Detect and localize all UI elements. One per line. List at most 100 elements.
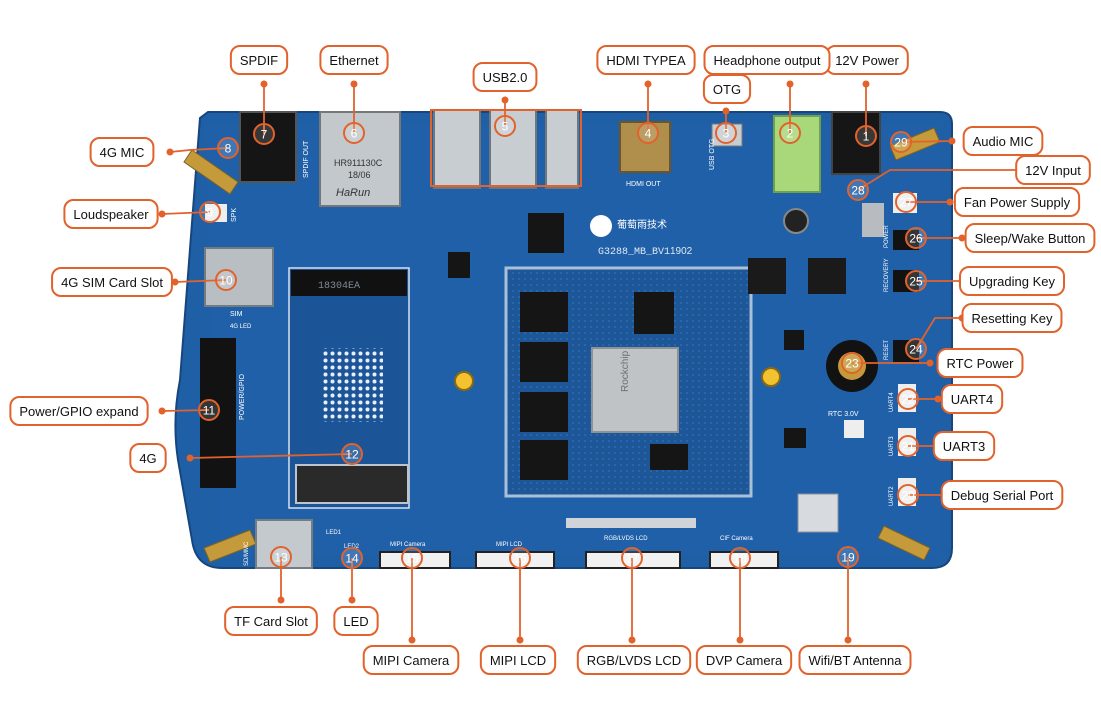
leader-dot xyxy=(158,407,166,415)
callout-label: HDMI TYPEA xyxy=(606,53,686,68)
number-marker-text: 16 xyxy=(513,552,527,566)
callout-7: 7 SPDIF xyxy=(229,45,289,145)
number-marker xyxy=(847,179,869,201)
callout-label: OTG xyxy=(713,82,741,97)
silk-brand: 葡萄雨技术 xyxy=(617,218,667,231)
number-marker-text: 26 xyxy=(909,232,923,246)
ic xyxy=(528,213,564,253)
silk-mipi-lcd: MIPI LCD xyxy=(496,542,523,548)
number-marker-text: 7 xyxy=(261,128,268,142)
callout-label: UART3 xyxy=(943,439,985,454)
callout-box xyxy=(1015,155,1091,185)
leader-line xyxy=(915,317,962,350)
callout-label: SPDIF xyxy=(240,53,278,68)
silk-rtc: RTC 3.0V xyxy=(828,411,859,418)
callout-8: 84G MIC xyxy=(89,137,239,167)
silk-rgb-lvds: RGB/LVDS LCD xyxy=(604,536,648,542)
number-marker xyxy=(401,547,423,569)
callout-box xyxy=(576,645,692,675)
callout-label: UART4 xyxy=(951,392,993,407)
ic xyxy=(784,428,806,448)
wifi-module xyxy=(797,493,839,533)
sd-slot xyxy=(255,519,313,569)
callout-box xyxy=(961,303,1063,333)
number-marker xyxy=(890,131,912,153)
ic xyxy=(448,252,470,278)
silk-uart2: UART2 xyxy=(889,486,895,506)
leader-line xyxy=(169,147,229,153)
leader-line xyxy=(161,211,211,215)
ethernet-port xyxy=(319,111,401,207)
silk-date: 1902 xyxy=(670,246,693,257)
number-marker xyxy=(837,546,859,568)
rtc-connector xyxy=(844,420,864,438)
silk-ethernet-date: 18/06 xyxy=(348,170,371,180)
leader-dot xyxy=(862,80,870,88)
leader-line xyxy=(857,169,1020,191)
callout-label: MIPI LCD xyxy=(490,653,546,668)
leader-line xyxy=(161,409,210,412)
number-marker-text: 23 xyxy=(845,357,859,371)
number-marker xyxy=(637,122,659,144)
number-marker-text: 9 xyxy=(207,206,214,220)
callout-20: 20 Debug Serial Port xyxy=(897,480,1064,510)
number-marker xyxy=(905,270,927,292)
number-marker-text: 10 xyxy=(219,274,233,288)
callout-label: TF Card Slot xyxy=(234,614,308,629)
callout-label: 12V Power xyxy=(835,53,899,68)
leader-dot xyxy=(277,596,285,604)
silk-4gled: 4G LED xyxy=(230,324,252,330)
fpc-connector xyxy=(475,551,555,569)
callout-label: DVP Camera xyxy=(706,653,783,668)
leader-dot xyxy=(644,80,652,88)
callout-box xyxy=(962,126,1044,156)
silk-uart3: UART3 xyxy=(889,436,895,456)
rtc-battery xyxy=(838,352,866,380)
callout-box xyxy=(695,645,793,675)
callout-label: Wifi/BT Antenna xyxy=(809,653,903,668)
number-marker-text: 3 xyxy=(723,127,730,141)
silk-uart4: UART4 xyxy=(889,392,895,412)
number-marker-text: 19 xyxy=(841,551,855,565)
brass-standoff xyxy=(877,525,931,561)
number-marker-text: 12 xyxy=(345,448,359,462)
number-marker-text: 17 xyxy=(625,552,639,566)
callout-box xyxy=(224,606,318,636)
callout-box xyxy=(362,645,460,675)
silk-sim: SIM xyxy=(230,311,243,318)
mount-hole xyxy=(761,367,781,387)
mount-hole xyxy=(454,371,474,391)
silk-sd: SD/MMC xyxy=(244,541,250,566)
leader-dot xyxy=(946,198,954,206)
number-marker xyxy=(199,201,221,223)
callout-box xyxy=(964,223,1096,253)
callout-label: 4G xyxy=(139,451,156,466)
leader-dot xyxy=(722,107,730,115)
hdmi-port xyxy=(619,121,671,173)
number-marker xyxy=(779,122,801,144)
callout-label: Debug Serial Port xyxy=(951,488,1054,503)
callout-label: Audio MIC xyxy=(973,134,1034,149)
ram-chip xyxy=(520,440,568,480)
number-marker-text: 20 xyxy=(901,489,915,503)
uart-connector xyxy=(898,428,916,456)
callout-box xyxy=(953,187,1081,217)
callout-box xyxy=(932,431,996,461)
number-marker xyxy=(509,547,531,569)
leader-dot xyxy=(501,96,509,104)
ram-chip xyxy=(520,342,568,382)
callout-12: 12 4G xyxy=(129,443,363,473)
callout-box xyxy=(333,606,379,636)
number-marker-text: 4 xyxy=(645,127,652,141)
callout-label: LED xyxy=(343,614,368,629)
leader-line xyxy=(189,453,353,459)
